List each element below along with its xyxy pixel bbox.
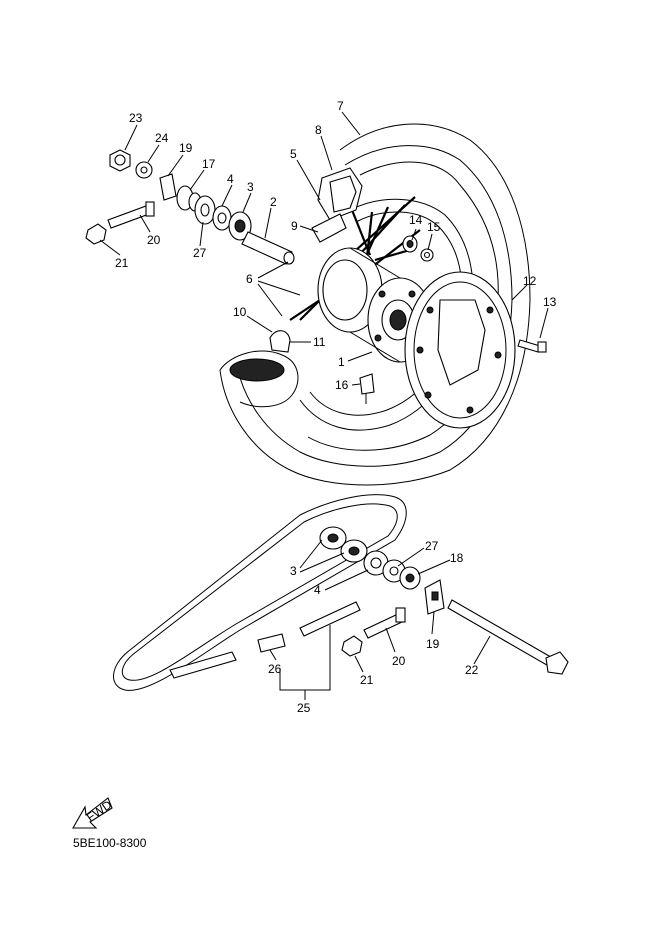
master-link-26 [257, 633, 286, 653]
callout-11: 11 [313, 335, 326, 349]
bolt-20 [107, 201, 155, 229]
valve-16 [359, 373, 375, 404]
callout-8: 8 [315, 123, 322, 137]
callout-9: 9 [291, 219, 298, 233]
sprocket-bolt-13 [517, 339, 547, 353]
callout-26: 26 [268, 662, 282, 676]
fwd-arrow-icon [72, 797, 113, 829]
callout-numbers: 23 24 19 17 4 3 2 20 21 27 7 8 5 9 6 10 … [115, 99, 557, 715]
callout-10: 10 [233, 305, 247, 319]
diagram-code: 5BE100-8300 [73, 836, 147, 850]
callout-4-lower: 4 [314, 583, 321, 597]
chain-adjuster-19-lower [424, 579, 445, 615]
nut-23 [109, 149, 131, 172]
rim-lock-8 [317, 167, 363, 221]
chain-adjuster-19 [159, 173, 177, 201]
spacer-2 [241, 231, 295, 265]
collar-18 [399, 566, 421, 590]
callout-4: 4 [227, 172, 234, 186]
callout-25: 25 [297, 701, 311, 715]
fwd-label: FWD [84, 797, 115, 824]
chain-section [169, 601, 361, 679]
bearing-4 [212, 205, 232, 231]
callout-6: 6 [246, 272, 253, 286]
washer-15 [420, 248, 434, 262]
drive-chain-25 [113, 494, 407, 691]
callout-20-lower: 20 [392, 654, 406, 668]
washer-24 [135, 161, 153, 179]
callout-12: 12 [523, 274, 537, 288]
callout-3-lower: 3 [290, 564, 297, 578]
callout-14: 14 [409, 213, 423, 227]
callout-20: 20 [147, 233, 161, 247]
callout-3: 3 [247, 180, 254, 194]
callout-18: 18 [450, 551, 464, 565]
nut-14 [402, 235, 418, 253]
callout-21: 21 [115, 256, 129, 270]
leader-lines [99, 111, 549, 700]
oil-seal-27 [194, 195, 216, 225]
callout-19: 19 [179, 141, 193, 155]
callout-19-lower: 19 [426, 637, 440, 651]
callout-16: 16 [335, 378, 349, 392]
callout-24: 24 [155, 131, 169, 145]
callout-15: 15 [427, 220, 441, 234]
sprocket-12 [404, 271, 516, 429]
bearing-3-lower [319, 526, 368, 563]
bearing-4-lower [363, 550, 389, 576]
bearing-3 [228, 211, 252, 241]
callout-22: 22 [465, 663, 479, 677]
nut-21-lower [341, 635, 363, 657]
callout-21-lower: 21 [360, 673, 374, 687]
callout-27-lower: 27 [425, 539, 439, 553]
axle-22 [447, 599, 569, 675]
nut-21 [85, 223, 107, 245]
callout-1: 1 [338, 355, 345, 369]
callout-13: 13 [543, 295, 557, 309]
callout-23: 23 [129, 111, 143, 125]
callout-7: 7 [337, 99, 344, 113]
bolt-20-lower [363, 607, 406, 639]
callout-2: 2 [270, 195, 277, 209]
callout-5: 5 [290, 147, 297, 161]
rim-band-9 [311, 213, 347, 243]
callout-17: 17 [202, 157, 216, 171]
callout-27: 27 [193, 246, 207, 260]
rim-lock-10 [269, 330, 291, 353]
